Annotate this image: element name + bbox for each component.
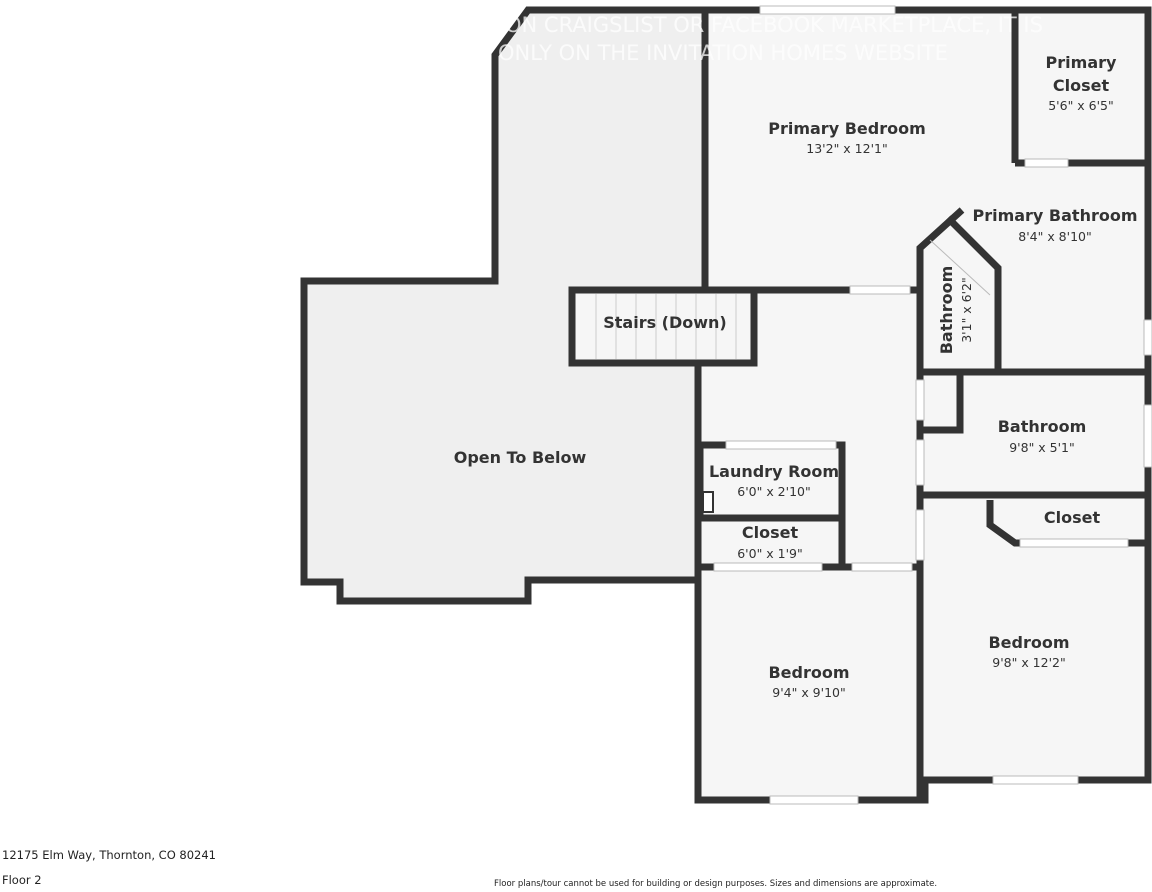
room-name: Laundry Room bbox=[709, 462, 839, 481]
watermark-line-1: ON CRAIGSLIST OR FACEBOOK MARKETPLACE, I… bbox=[505, 13, 1043, 37]
disclaimer: Floor plans/tour cannot be used for buil… bbox=[494, 879, 938, 889]
room-name: Open To Below bbox=[454, 448, 587, 467]
room-name: Bedroom bbox=[768, 663, 849, 682]
room-dims: 5'6" x 6'5" bbox=[1048, 98, 1114, 113]
room-name: Closet bbox=[1053, 76, 1110, 95]
bathroom-door bbox=[929, 239, 991, 296]
room-name: Primary Bathroom bbox=[972, 206, 1137, 225]
room-dims: 9'8" x 12'2" bbox=[992, 655, 1065, 670]
windows bbox=[713, 5, 1152, 805]
room-dims: 6'0" x 2'10" bbox=[737, 484, 810, 499]
stairs-treads bbox=[595, 294, 737, 359]
room-name: Bathroom bbox=[998, 417, 1087, 436]
address: 12175 Elm Way, Thornton, CO 80241 bbox=[2, 848, 216, 862]
room-dims: 8'4" x 8'10" bbox=[1018, 229, 1091, 244]
room-dims: 13'2" x 12'1" bbox=[806, 141, 887, 156]
room-dims: 3'1" x 6'2" bbox=[959, 277, 974, 343]
room-name: Closet bbox=[1044, 508, 1101, 527]
open-to-below-area bbox=[304, 10, 705, 601]
room-name: Bathroom bbox=[937, 266, 956, 355]
watermark-line-2: ONLY ON THE INVITATION HOMES WEBSITE bbox=[498, 41, 948, 65]
room-name: Primary Bedroom bbox=[768, 119, 926, 138]
room-name: Closet bbox=[742, 523, 799, 542]
floor-label: Floor 2 bbox=[2, 873, 42, 887]
room-name: Stairs (Down) bbox=[603, 313, 727, 332]
room-name: Primary bbox=[1046, 53, 1117, 72]
room-name: Bedroom bbox=[988, 633, 1069, 652]
room-dims: 9'4" x 9'10" bbox=[772, 685, 845, 700]
utility-box bbox=[702, 491, 714, 513]
room-dims: 6'0" x 1'9" bbox=[737, 546, 803, 561]
room-dims: 9'8" x 5'1" bbox=[1009, 440, 1075, 455]
